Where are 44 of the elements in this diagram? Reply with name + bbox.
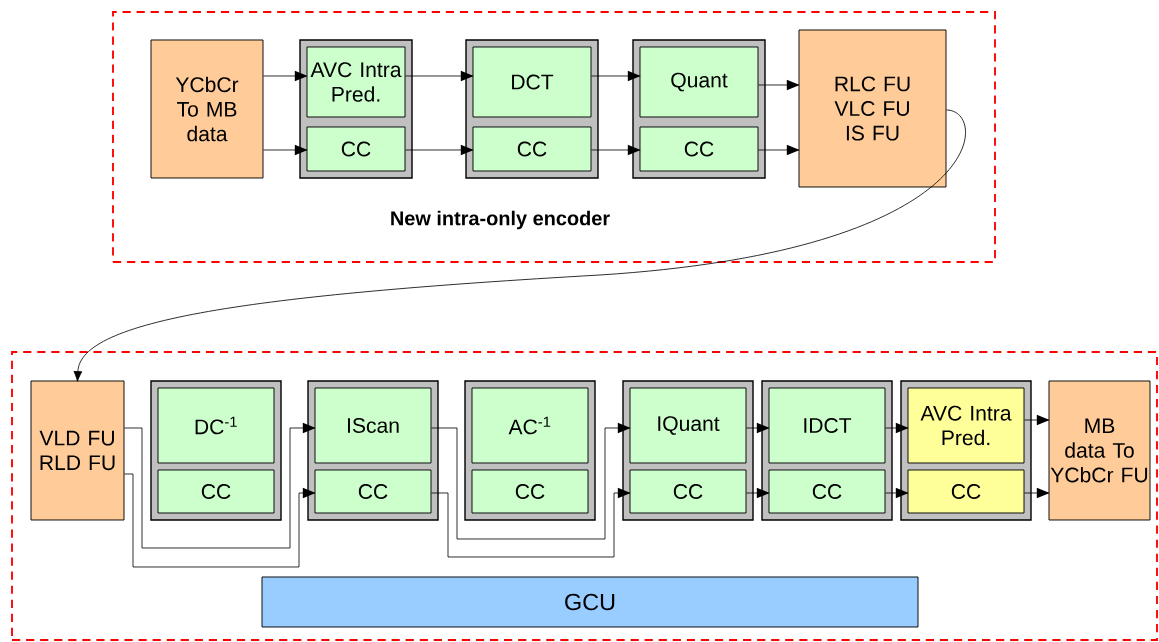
region-title: New intra-only encoder bbox=[391, 210, 610, 230]
arrow bbox=[431, 422, 631, 540]
arrow bbox=[124, 422, 316, 549]
process-box: DCT bbox=[472, 46, 592, 118]
arrow bbox=[885, 422, 909, 434]
process-box: AVC Intra Pred. bbox=[306, 46, 406, 118]
process-box: CC bbox=[314, 469, 432, 514]
arrow bbox=[758, 79, 800, 91]
arrow bbox=[591, 144, 641, 156]
arrow bbox=[885, 487, 909, 499]
process-box: Quant bbox=[639, 46, 759, 118]
process-box: AC$^{-1}$ bbox=[471, 387, 589, 464]
arrow bbox=[124, 473, 316, 568]
process-box: CC bbox=[907, 469, 1025, 514]
process-box: DC$^{-1}$ bbox=[157, 387, 275, 464]
arrow bbox=[591, 70, 641, 82]
process-box: CC bbox=[629, 469, 747, 514]
process-box: CC bbox=[639, 126, 759, 172]
arrow bbox=[263, 144, 308, 156]
arrow bbox=[431, 487, 631, 558]
arrow bbox=[405, 70, 474, 82]
process-box: IDCT bbox=[768, 387, 886, 464]
process-box: IScan bbox=[314, 387, 432, 464]
process-box: MB data To YCbCr FU bbox=[1048, 380, 1151, 521]
process-box: CC bbox=[471, 469, 589, 514]
dashed-region bbox=[11, 351, 1158, 641]
process-box: IQuant bbox=[629, 387, 747, 464]
arrow bbox=[758, 144, 800, 156]
arrow bbox=[746, 487, 770, 499]
process-box: CC bbox=[472, 126, 592, 172]
process-box: RLC FU VLC FU IS FU bbox=[798, 29, 947, 188]
arrow bbox=[1024, 487, 1050, 499]
gcu-bar: GCU bbox=[261, 576, 919, 628]
process-box: YCbCr To MB data bbox=[150, 39, 264, 179]
process-box: CC bbox=[157, 469, 275, 514]
process-box: CC bbox=[768, 469, 886, 514]
arrow bbox=[1024, 414, 1050, 426]
arrow bbox=[405, 144, 474, 156]
arrow bbox=[73, 109, 966, 382]
arrow bbox=[263, 70, 308, 82]
arrow bbox=[746, 422, 770, 434]
process-box: AVC Intra Pred. bbox=[907, 387, 1025, 464]
process-box: VLD FU RLD FU bbox=[30, 380, 125, 521]
process-box: CC bbox=[306, 126, 406, 172]
